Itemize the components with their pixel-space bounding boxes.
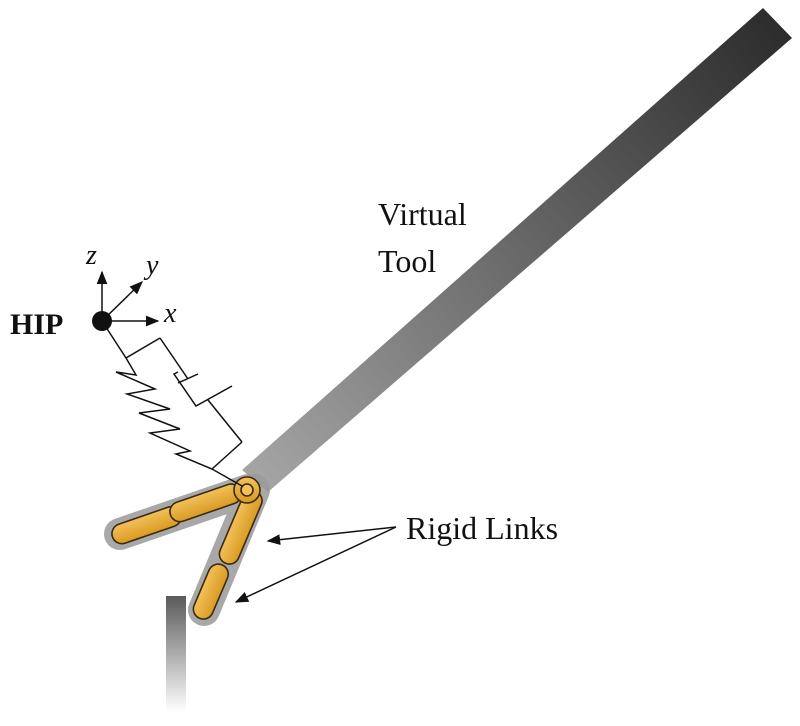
spring-damper [101,320,243,487]
spring [115,357,243,487]
virtual-tool-shaft [242,8,792,492]
rigid-links-pointers [234,526,397,603]
rigid-link-3 [192,563,230,620]
rigid-link-joint-inner [240,483,254,497]
pointer-lower-arrow [234,526,397,603]
virtual-tool-label-line1: Virtual [378,196,467,232]
damper-cylinder [172,371,233,407]
rigid-links [111,476,263,620]
z-axis-label: z [85,240,97,271]
post [166,596,186,714]
y-axis-label: y [143,250,159,281]
coordinate-frame [96,270,160,327]
pointer-upper-arrow [266,526,397,546]
rigid-links-label: Rigid Links [406,510,558,546]
x-axis-label: x [163,298,177,329]
y-axis-arrow [101,281,143,322]
virtual-tool-label-line2: Tool [378,243,436,279]
hip-label: HIP [10,308,63,341]
